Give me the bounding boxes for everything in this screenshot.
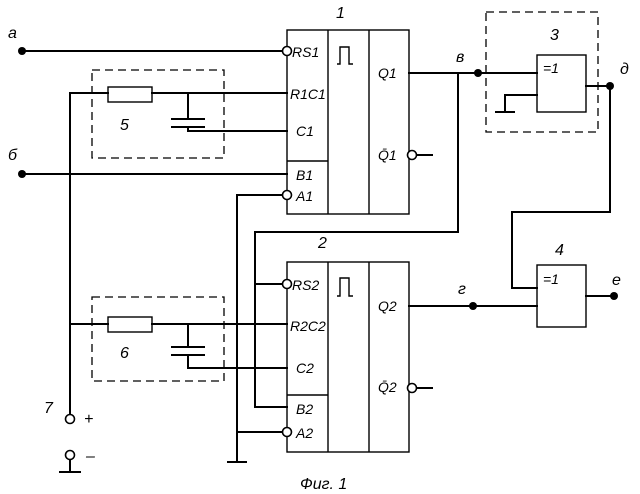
power-plus-label: + — [84, 411, 93, 428]
pin-q2: Q2 — [378, 298, 397, 314]
pin-rs2: RS2 — [292, 277, 319, 293]
resistor-6-icon — [108, 317, 152, 332]
pin-a1: A1 — [295, 188, 313, 204]
pin-a2: A2 — [295, 425, 313, 441]
signal-g-label: г — [458, 281, 466, 298]
rs1-input-circle — [283, 47, 292, 56]
xor-3-label: =1 — [543, 60, 559, 76]
signal-b-label: б — [8, 147, 18, 164]
terminal-d-dot — [606, 82, 614, 90]
terminal-a-dot — [18, 47, 26, 55]
pin-c2: C2 — [296, 360, 314, 376]
pin-q1: Q1 — [378, 65, 397, 81]
pin-c1: C1 — [296, 123, 314, 139]
pin-b2: B2 — [296, 401, 313, 417]
pin-nq2: Q̄2 — [378, 379, 397, 395]
pin-b1: B1 — [296, 167, 313, 183]
pin-r1c1: R1C1 — [290, 86, 326, 102]
label-rc-5: 5 — [120, 117, 129, 134]
trigger-2: RS2 R2C2 C2 B2 A2 Q2 Q̄2 — [287, 262, 409, 452]
figure-caption: Фиг. 1 — [300, 476, 347, 493]
signal-a-label: a — [8, 25, 17, 42]
nq1-output-circle — [408, 151, 417, 160]
power-plus-terminal — [66, 415, 75, 424]
signal-d-label: д — [620, 61, 629, 78]
rs2-input-circle — [283, 280, 292, 289]
terminal-v-dot — [474, 69, 482, 77]
label-trigger-2: 2 — [317, 235, 327, 252]
power-minus-terminal — [66, 451, 75, 460]
label-xor-4: 4 — [555, 242, 564, 259]
pin-nq1: Q̄1 — [378, 147, 397, 163]
label-trigger-1: 1 — [336, 5, 345, 22]
rc-5-dashed-frame — [92, 70, 224, 158]
pulse-symbol-icon — [337, 278, 353, 296]
a1-input-circle — [283, 191, 292, 200]
label-rc-6: 6 — [120, 345, 129, 362]
pulse-symbol-icon — [337, 47, 353, 64]
signal-e-label: е — [612, 272, 621, 289]
trigger-1: RS1 R1C1 C1 B1 A1 Q1 Q̄1 — [287, 30, 409, 214]
power-minus-label: – — [85, 448, 95, 465]
terminal-g-dot — [469, 302, 477, 310]
xor-4-label: =1 — [543, 271, 559, 287]
a2-input-circle — [283, 428, 292, 437]
terminal-b-dot — [18, 170, 26, 178]
pin-rs1: RS1 — [292, 44, 319, 60]
signal-v-label: в — [456, 49, 464, 66]
terminal-e-dot — [610, 292, 618, 300]
nq2-output-circle — [408, 384, 417, 393]
label-power-7: 7 — [44, 400, 54, 417]
label-xor-3: 3 — [550, 27, 559, 44]
pin-r2c2: R2C2 — [290, 318, 326, 334]
resistor-5-icon — [108, 87, 152, 102]
